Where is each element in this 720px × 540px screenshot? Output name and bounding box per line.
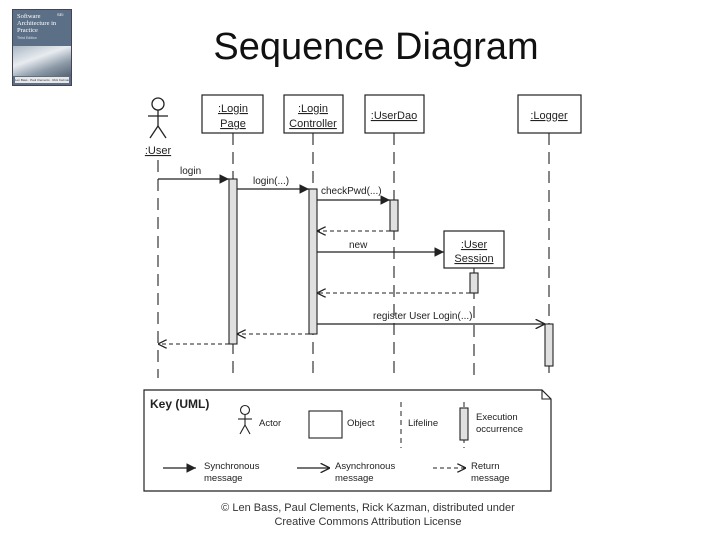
login-page-label-2: Page (220, 118, 246, 130)
key-execution-label-2: occurrence (476, 424, 523, 435)
key-execution-label-1: Execution (476, 412, 518, 423)
key-box: Key (UML) Actor Object Lifeline Executio… (143, 389, 552, 492)
key-return-label-1: Return (471, 461, 500, 472)
key-sync-label-2: message (204, 473, 243, 484)
book-series: SEI (57, 12, 64, 17)
execution-user-dao (389, 199, 399, 232)
object-user-session: :User Session (443, 230, 505, 269)
message-login-call-label: login(...) (253, 176, 289, 187)
execution-login-page (228, 178, 238, 345)
object-login-controller: :Login Controller (283, 94, 344, 134)
book-title: Software Architecture in Practice (17, 13, 57, 34)
book-cover-photo (13, 46, 71, 76)
key-async-label-1: Asynchronous (335, 461, 395, 472)
message-new-label: new (349, 240, 368, 251)
execution-bars (228, 178, 554, 367)
execution-user-session (469, 272, 479, 294)
message-new: new (317, 240, 444, 257)
key-lifeline-label: Lifeline (408, 418, 438, 429)
copyright-notice: © Len Bass, Paul Clements, Rick Kazman, … (221, 502, 515, 528)
key-return-label-2: message (471, 473, 510, 484)
login-controller-label-1: :Login (298, 103, 328, 115)
message-check-pwd: checkPwd(...) (317, 186, 390, 205)
key-title: Key (UML) (150, 397, 209, 411)
logger-label: :Logger (530, 110, 568, 122)
message-register-label: register User Login(...) (373, 311, 472, 322)
object-logger: :Logger (517, 94, 582, 134)
user-dao-label: :UserDao (371, 110, 417, 122)
message-login: login (158, 166, 229, 184)
key-execution-icon (459, 407, 469, 441)
message-check-pwd-label: checkPwd(...) (321, 186, 382, 197)
login-controller-label-2: Controller (289, 118, 337, 130)
key-sync-label-1: Synchronous (204, 461, 260, 472)
user-session-label-1: :User (461, 239, 488, 251)
actor-user-label: :User (145, 145, 172, 157)
slide-title: Sequence Diagram (213, 26, 539, 68)
message-register: register User Login(...) (317, 311, 545, 324)
message-login-call: login(...) (237, 176, 309, 194)
message-login-label: login (180, 166, 201, 177)
actor-user: :User (145, 97, 172, 157)
key-object-label: Object (347, 418, 375, 429)
book-authors: Len Bass · Paul Clements · Rick Kazman (15, 77, 69, 83)
user-session-label-2: Session (454, 253, 493, 265)
key-actor-label: Actor (259, 418, 281, 429)
book-cover: Software Architecture in Practice SEI Th… (12, 9, 72, 86)
book-edition: Third Edition (17, 36, 37, 40)
login-page-label-1: :Login (218, 103, 248, 115)
execution-login-controller (308, 188, 318, 335)
key-object-icon (308, 410, 343, 439)
object-user-dao: :UserDao (364, 94, 425, 134)
key-actor-icon (238, 404, 252, 435)
execution-logger (544, 323, 554, 367)
key-async-label-2: message (335, 473, 374, 484)
object-login-page: :Login Page (201, 94, 264, 134)
